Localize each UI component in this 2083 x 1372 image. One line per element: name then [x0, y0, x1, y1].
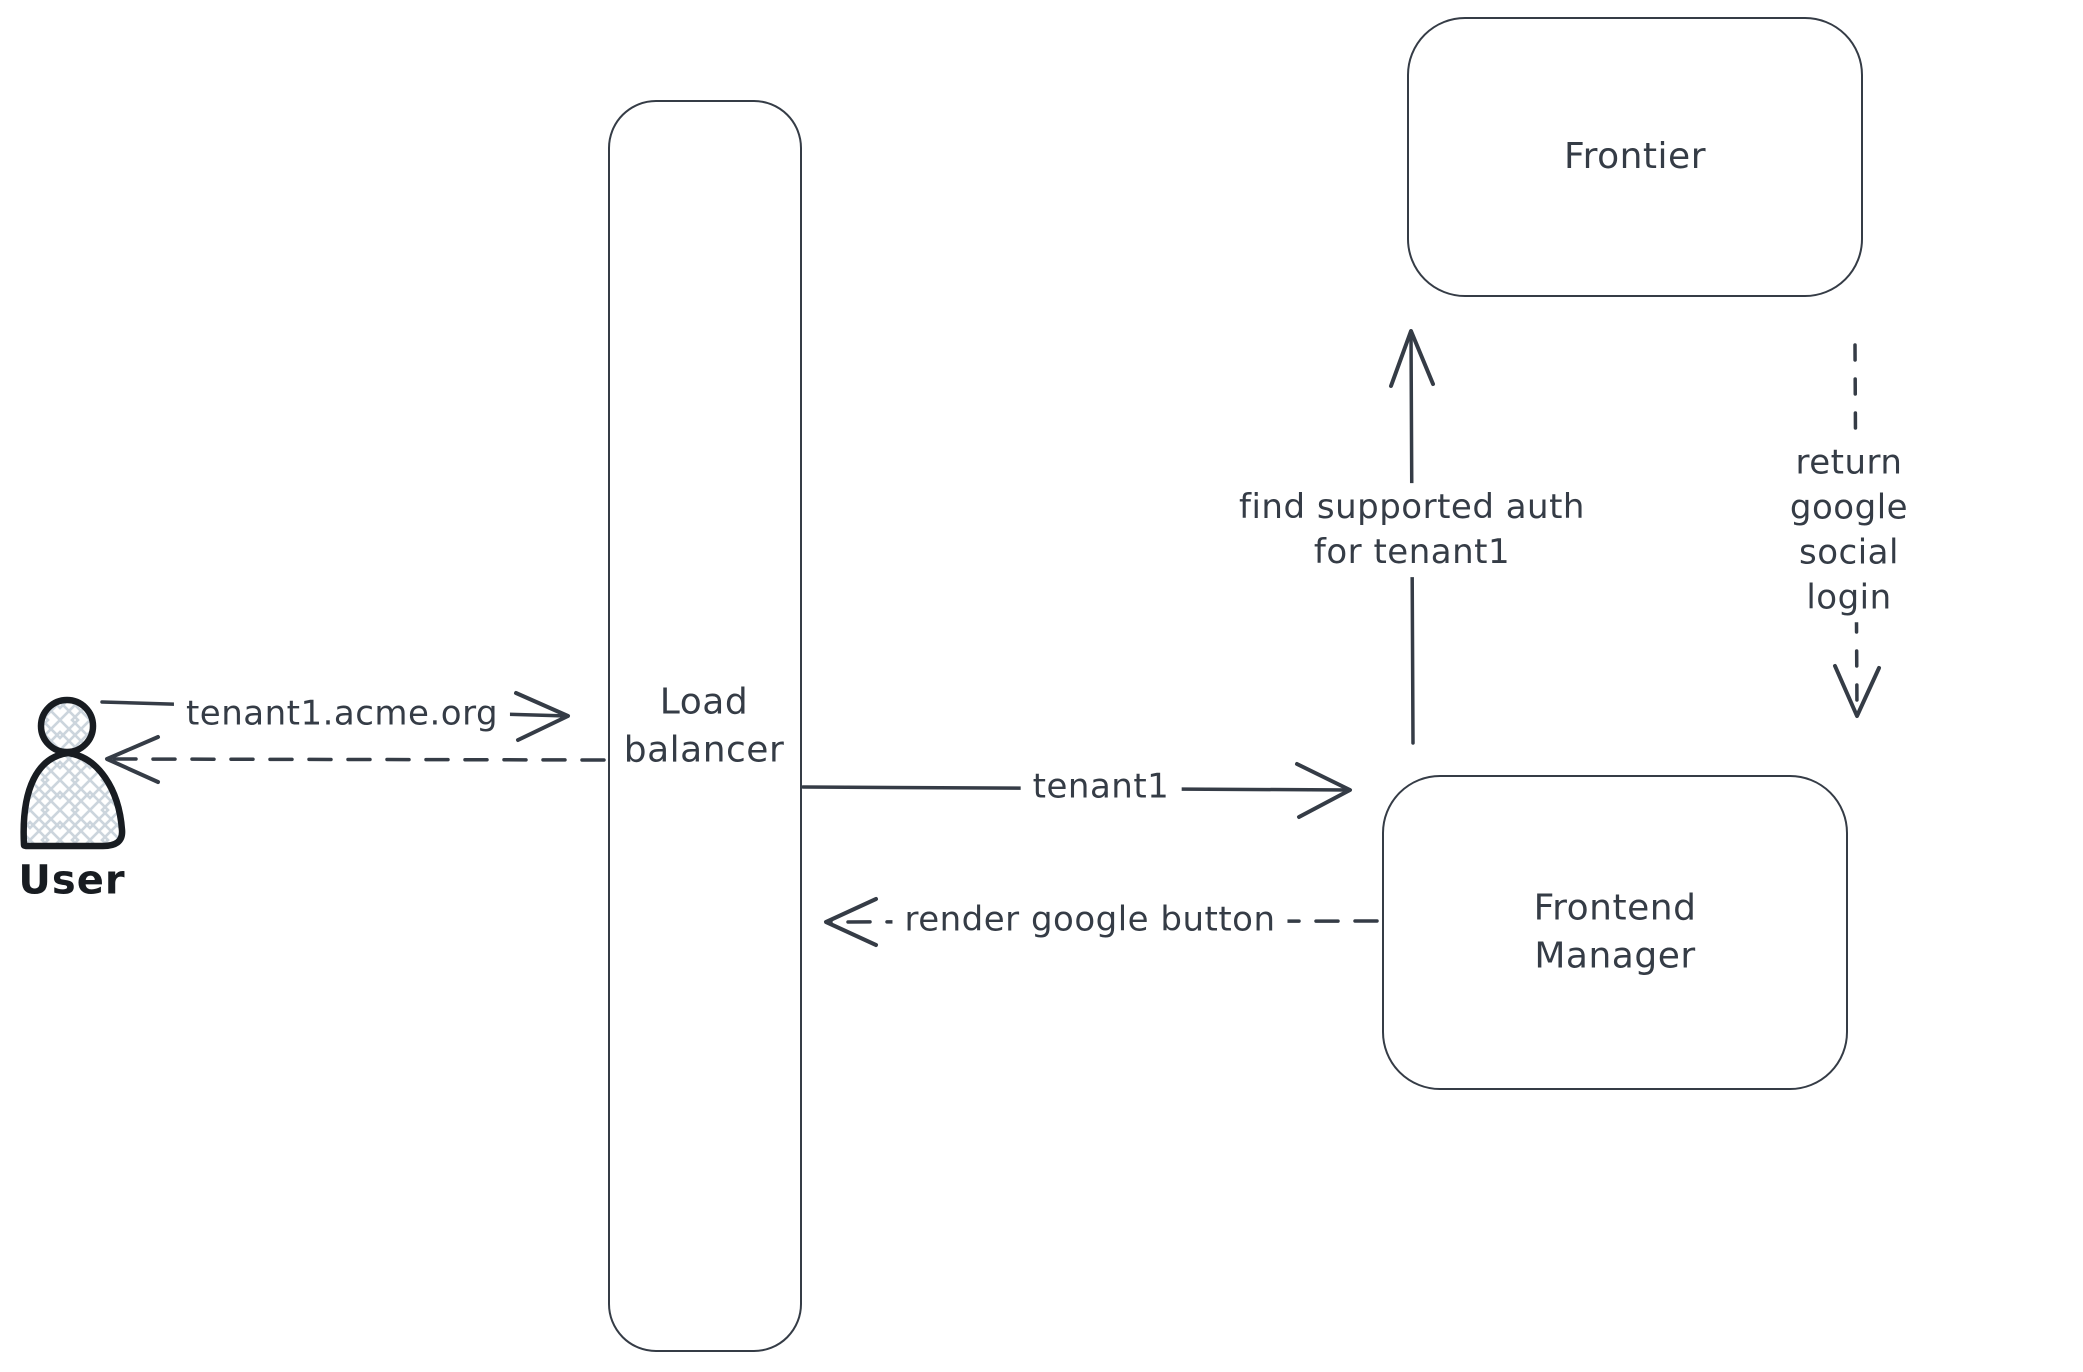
- load-balancer-title: Load balancer: [623, 681, 785, 770]
- node-frontier: [1407, 17, 1863, 297]
- edge-label-find-supported-auth: find supported auth for tenant1: [1227, 483, 1597, 577]
- node-load-balancer: [608, 100, 802, 1352]
- user-label: User: [18, 857, 126, 904]
- edge-label-return-google-social-login: return google social login: [1732, 438, 1966, 622]
- edge-label-tenant1-acme-org: tenant1.acme.org: [173, 689, 511, 739]
- user-icon: [20, 696, 126, 850]
- arrow-load-balancer-to-user: [105, 735, 606, 784]
- edge-label-render-google-button: render google button: [892, 895, 1288, 945]
- node-frontend-manager: [1382, 775, 1848, 1090]
- edge-label-tenant1: tenant1: [1020, 762, 1182, 812]
- frontend-manager-title: Frontend Manager: [1533, 887, 1697, 976]
- frontier-title: Frontier: [1563, 136, 1707, 178]
